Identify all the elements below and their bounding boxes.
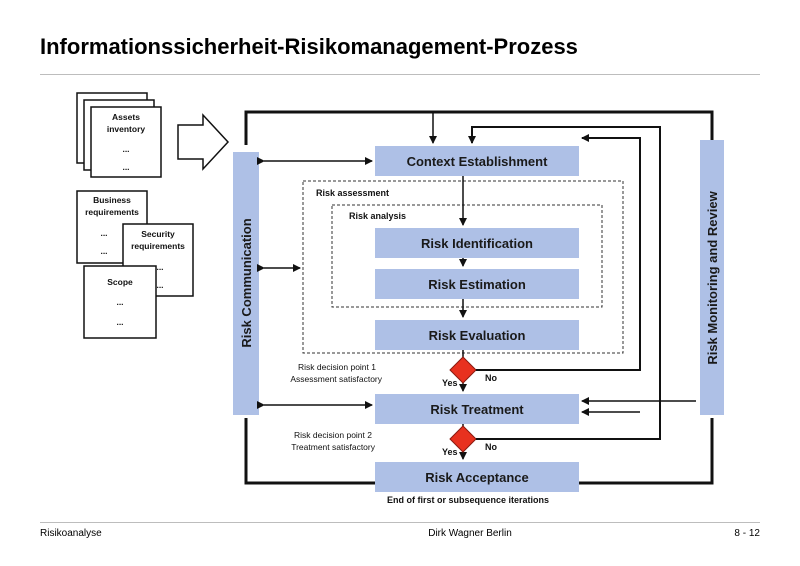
assets-label-1: Assets xyxy=(112,112,140,122)
scope-dots-1: ... xyxy=(116,297,123,307)
risk-evaluation-label: Risk Evaluation xyxy=(429,328,526,343)
decision1-label-1: Risk decision point 1 xyxy=(298,362,376,372)
decision2-label-2: Treatment satisfactory xyxy=(291,442,376,452)
risk-analysis-label: Risk analysis xyxy=(349,211,406,221)
risk-communication-bar xyxy=(233,152,259,415)
decision2-label-1: Risk decision point 2 xyxy=(294,430,372,440)
security-label-1: Security xyxy=(141,229,175,239)
risk-estimation-box xyxy=(375,269,579,299)
outer-bottom-right-loop xyxy=(579,418,714,485)
decision-point-1-icon xyxy=(449,356,477,384)
risk-analysis-region xyxy=(331,204,603,308)
context-establishment-box xyxy=(375,146,579,176)
decision1-no-loop xyxy=(476,134,641,371)
end-of-iterations-note: End of first or subsequence iterations xyxy=(387,495,549,505)
assets-dots-2: ... xyxy=(122,162,129,172)
business-label-2: requirements xyxy=(85,207,139,217)
scope-doc: Scope ... ... xyxy=(83,265,157,339)
risk-assessment-label: Risk assessment xyxy=(316,188,389,198)
assets-label-2: inventory xyxy=(107,124,146,134)
title-divider xyxy=(40,74,760,75)
business-dots-1: ... xyxy=(100,228,107,238)
security-dots-2: ... xyxy=(156,280,163,290)
risk-identification-box xyxy=(375,228,579,258)
footer-left: Risikoanalyse xyxy=(40,528,102,539)
risk-acceptance-label: Risk Acceptance xyxy=(425,470,529,485)
footer-center: Dirk Wagner Berlin xyxy=(428,528,512,539)
risk-acceptance-box xyxy=(375,462,579,492)
decision1-label-2: Assessment satisfactory xyxy=(290,374,382,384)
input-arrow-icon xyxy=(177,113,230,171)
decision1-yes: Yes xyxy=(442,378,458,388)
context-establishment-label: Context Establishment xyxy=(407,154,549,169)
business-dots-2: ... xyxy=(100,246,107,256)
decision1-no: No xyxy=(485,373,497,383)
security-dots-1: ... xyxy=(156,262,163,272)
footer-divider xyxy=(40,522,760,523)
slide-title: Informationssicherheit-Risikomanagement-… xyxy=(40,34,578,59)
footer-right: 8 - 12 xyxy=(734,528,760,539)
decision-point-2-icon xyxy=(449,425,477,453)
scope-dots-2: ... xyxy=(116,317,123,327)
business-label-1: Business xyxy=(93,195,131,205)
decision2-no: No xyxy=(485,442,497,452)
risk-evaluation-box xyxy=(375,320,579,350)
decision2-no-loop xyxy=(468,126,661,440)
risk-treatment-box xyxy=(375,394,579,424)
risk-monitoring-bar xyxy=(700,140,724,415)
outer-top-loop xyxy=(244,110,714,145)
risk-identification-label: Risk Identification xyxy=(421,236,533,251)
risk-communication-label: Risk Communication xyxy=(239,218,254,347)
risk-treatment-label: Risk Treatment xyxy=(430,402,524,417)
scope-label: Scope xyxy=(107,277,133,287)
assets-dots-1: ... xyxy=(122,144,129,154)
outer-bottom-left-loop xyxy=(244,418,375,485)
risk-estimation-label: Risk Estimation xyxy=(428,277,526,292)
decision2-yes: Yes xyxy=(442,447,458,457)
security-label-2: requirements xyxy=(131,241,185,251)
risk-monitoring-label: Risk Monitoring and Review xyxy=(705,190,720,364)
assets-inventory-doc: Assets inventory ... ... xyxy=(76,92,162,178)
